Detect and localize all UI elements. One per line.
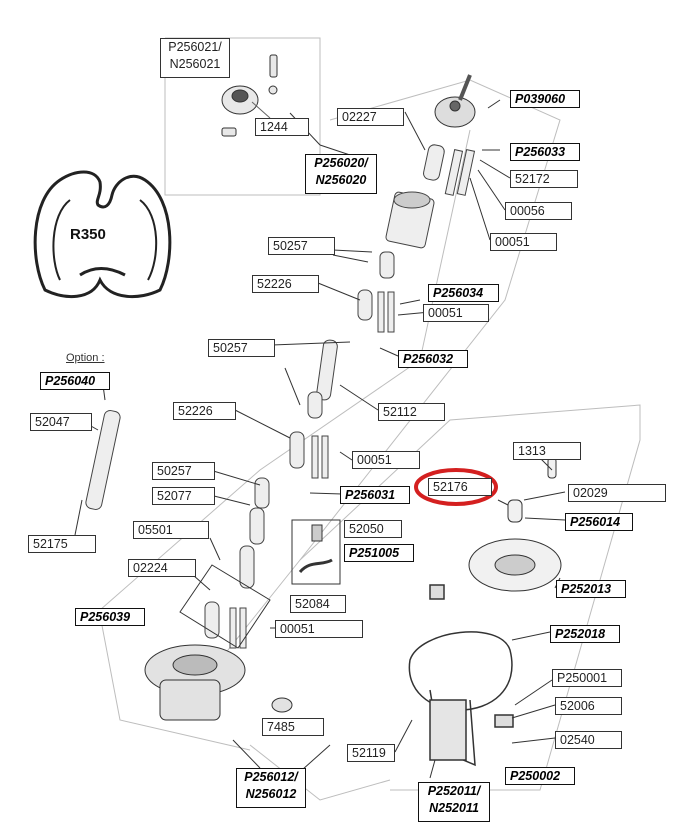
label-50257-b: 50257 [208,339,275,357]
label-1313: 1313 [513,442,581,460]
label-52084: 52084 [290,595,346,613]
r350-label: R350 [70,226,106,243]
label-p256020: P256020/ N256020 [305,154,377,194]
label-50257-a: 50257 [268,237,335,255]
label-00056: 00056 [505,202,572,220]
label-p256034: P256034 [428,284,499,302]
label-p256031: P256031 [340,486,410,504]
label-52112: 52112 [378,403,445,421]
r350-profile-drawing [33,170,172,299]
label-00051-d: 00051 [275,620,363,638]
label-p251005: P251005 [344,544,414,562]
label-p256020-line1: P256020/ [314,156,368,170]
label-52047: 52047 [30,413,92,431]
label-00051-a: 00051 [490,233,557,251]
label-02540: 02540 [555,731,622,749]
label-p256033: P256033 [510,143,580,161]
label-p256021: P256021/ N256021 [160,38,230,78]
label-option: Option : [66,352,105,364]
label-52226-a: 52226 [252,275,319,293]
label-02029: 02029 [568,484,666,502]
label-p252011-line2: N252011 [429,801,479,815]
label-p256032: P256032 [398,350,468,368]
top-left-detail-frame [164,37,321,196]
label-50257-c: 50257 [152,462,215,480]
label-00051-c: 00051 [352,451,420,469]
cap-assembly-part [221,54,278,137]
highlight-ellipse [414,468,498,506]
label-p252011: P252011/ N252011 [418,782,490,822]
label-p039060: P039060 [510,90,580,108]
label-p256020-line2: N256020 [315,173,367,187]
p256039-frame [179,564,271,649]
cage-base-part [408,584,514,767]
label-52172: 52172 [510,170,578,188]
label-00051-b: 00051 [423,304,489,322]
label-p256012-line2: N256012 [245,787,297,801]
label-52176: 52176 [428,478,492,496]
clip-detail-frame [291,519,341,585]
label-7485: 7485 [262,718,324,736]
label-p252011-line1: P252011/ [427,784,481,798]
label-p256039: P256039 [75,608,145,626]
label-52077: 52077 [152,487,215,505]
label-52006: 52006 [555,697,622,715]
label-p256021-line1: P256021/ [168,40,222,54]
label-p256012-line1: P256012/ [244,770,298,784]
reel-drum-part [468,457,562,592]
knob-part [434,74,476,128]
label-52119: 52119 [347,744,395,762]
label-p250001: P250001 [552,669,622,687]
label-52175: 52175 [28,535,96,553]
label-p252018: P252018 [550,625,620,643]
label-p256021-line2: N256021 [169,57,221,71]
label-1244: 1244 [255,118,309,136]
label-p252013: P252013 [556,580,626,598]
label-p256012: P256012/ N256012 [236,768,306,808]
tube-parts [204,144,476,649]
option-tube-part [85,410,121,510]
label-02224: 02224 [128,559,196,577]
label-05501: 05501 [133,521,209,539]
label-p250002: P250002 [505,767,575,785]
label-p256040: P256040 [40,372,110,390]
label-52050: 52050 [344,520,402,538]
label-02227: 02227 [337,108,404,126]
label-p256014: P256014 [565,513,633,531]
base-reel-part [144,644,293,721]
label-52226-b: 52226 [173,402,236,420]
